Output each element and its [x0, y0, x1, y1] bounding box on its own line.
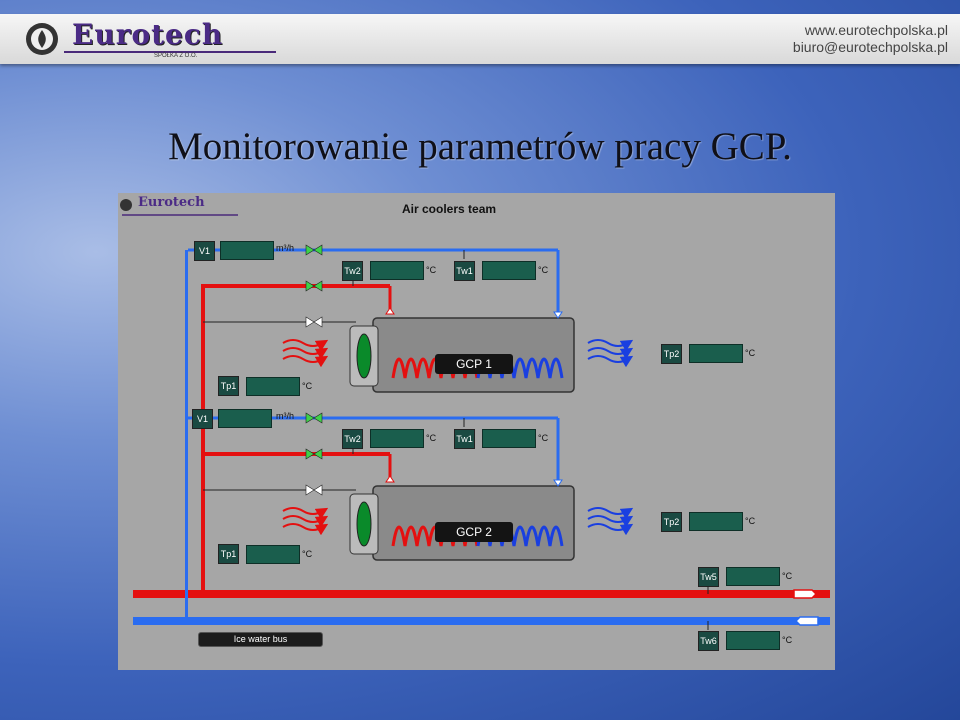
- company-logo: Eurotech SPÓŁKA Z O.O.: [24, 18, 279, 60]
- tw6-display: [726, 631, 780, 650]
- tw5-tag[interactable]: Tw5: [698, 567, 719, 587]
- tw6-unit: °C: [782, 635, 793, 645]
- tw1-display: [482, 429, 536, 448]
- scada-panel: Eurotech Air coolers team V1 m³/h Tw2 °C…: [118, 193, 835, 670]
- tw1-display: [482, 261, 536, 280]
- contact-info: www.eurotechpolska.pl biuro@eurotechpols…: [793, 22, 948, 56]
- flow-unit: m³/h: [276, 243, 294, 253]
- tp1-tag[interactable]: Tp1: [218, 376, 239, 396]
- piping-diagram: [120, 199, 830, 630]
- gcp-unit-label[interactable]: GCP 1: [435, 354, 513, 374]
- tw2-tag[interactable]: Tw2: [342, 261, 363, 281]
- flow-meter-tag[interactable]: V1: [194, 241, 215, 261]
- tw2-display: [370, 261, 424, 280]
- ice-water-bus-label: Ice water bus: [198, 632, 323, 647]
- flow-display: [220, 241, 274, 260]
- tp1-unit: °C: [302, 549, 313, 559]
- flow-meter-tag[interactable]: V1: [192, 409, 213, 429]
- tw2-unit: °C: [426, 433, 437, 443]
- tw1-tag[interactable]: Tw1: [454, 429, 475, 449]
- tw1-unit: °C: [538, 265, 549, 275]
- tw5-display: [726, 567, 780, 586]
- email-link[interactable]: biuro@eurotechpolska.pl: [792, 39, 948, 55]
- panel-title: Air coolers team: [402, 202, 497, 216]
- flow-display: [218, 409, 272, 428]
- tp2-display: [689, 512, 743, 531]
- tp2-unit: °C: [745, 348, 756, 358]
- panel-logo-text: Eurotech: [138, 195, 205, 210]
- tw6-tag[interactable]: Tw6: [698, 631, 719, 651]
- tp2-unit: °C: [745, 516, 756, 526]
- tp1-display: [246, 377, 300, 396]
- tw1-unit: °C: [538, 433, 549, 443]
- eurotech-logo-icon: [26, 23, 276, 55]
- company-name: Eurotech: [72, 18, 224, 51]
- tw2-display: [370, 429, 424, 448]
- tp2-display: [689, 344, 743, 363]
- tp1-tag[interactable]: Tp1: [218, 544, 239, 564]
- tw1-tag[interactable]: Tw1: [454, 261, 475, 281]
- website-link[interactable]: www.eurotechpolska.pl: [804, 22, 948, 38]
- cold-bus-pipe: [133, 617, 830, 625]
- hot-bus-pipe: [133, 590, 830, 598]
- slide-title: Monitorowanie parametrów pracy GCP.: [168, 125, 792, 168]
- header-banner: Eurotech SPÓŁKA Z O.O. www.eurotechpolsk…: [0, 14, 960, 64]
- gcp-unit-label[interactable]: GCP 2: [435, 522, 513, 542]
- tw2-unit: °C: [426, 265, 437, 275]
- tw2-tag[interactable]: Tw2: [342, 429, 363, 449]
- flow-unit: m³/h: [276, 411, 294, 421]
- tw5-unit: °C: [782, 571, 793, 581]
- tp2-tag[interactable]: Tp2: [661, 344, 682, 364]
- tp2-tag[interactable]: Tp2: [661, 512, 682, 532]
- company-subtitle: SPÓŁKA Z O.O.: [154, 53, 198, 59]
- tp1-unit: °C: [302, 381, 313, 391]
- tp1-display: [246, 545, 300, 564]
